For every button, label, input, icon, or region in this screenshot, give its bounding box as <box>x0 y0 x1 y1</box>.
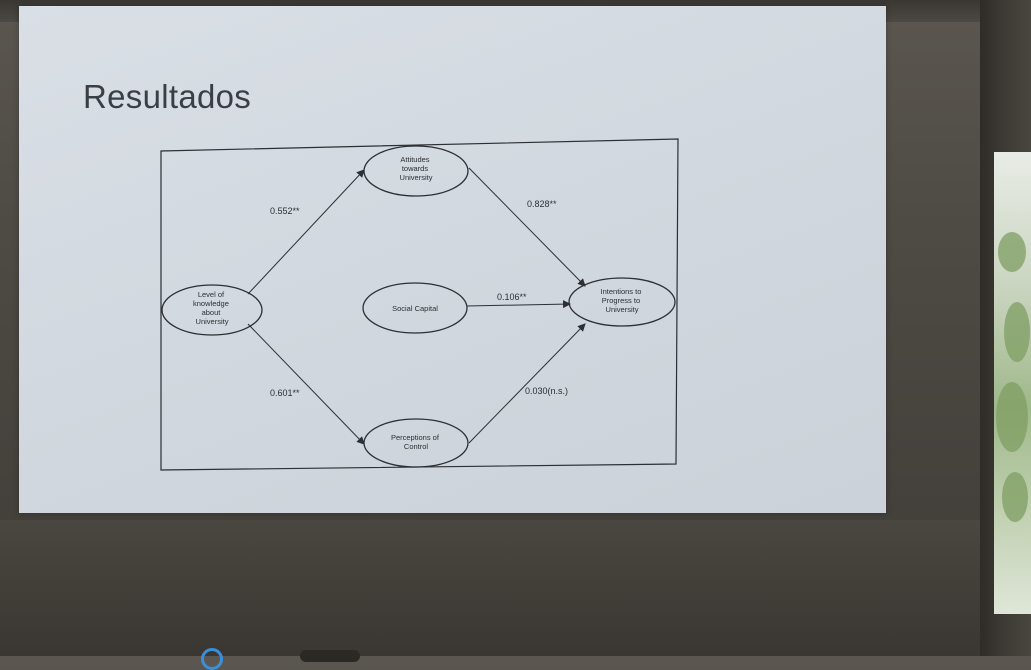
room-window <box>994 152 1031 614</box>
node-social-capital <box>362 282 468 334</box>
node-attitudes-line-2: towards <box>402 164 429 173</box>
slide-title: Resultados <box>83 78 252 115</box>
node-intentions-line-1: Intentions to <box>601 287 642 296</box>
edge-knowledge-perceptions <box>247 323 365 445</box>
room-lower-wall <box>0 520 980 656</box>
svg-text:Attitudes towards: Attitudes towards University <box>400 155 433 182</box>
node-perceptions-line-2: Control <box>404 442 429 451</box>
svg-text:Social Capital: Social Capital <box>392 304 438 313</box>
node-intentions-line-3: University <box>606 305 639 314</box>
coef-knowledge-perceptions: 0.601** <box>270 388 300 398</box>
projected-slide: Resultados Level of knowledge about Univ… <box>19 6 886 513</box>
node-social-line-1: Social Capital <box>392 304 438 313</box>
edge-attitudes-intentions <box>468 167 586 287</box>
node-knowledge-line-3: about <box>202 308 222 317</box>
svg-text:Perceptions of Control: Perceptions of Control <box>391 433 441 451</box>
edge-social-intentions <box>466 300 571 309</box>
edge-perceptions-intentions <box>468 323 586 444</box>
coef-knowledge-attitudes: 0.552** <box>270 206 300 216</box>
coef-perceptions-intentions: 0.030(n.s.) <box>525 386 568 396</box>
node-attitudes <box>363 145 469 197</box>
edge-knowledge-attitudes <box>247 169 365 295</box>
coef-attitudes-intentions: 0.828** <box>527 199 557 209</box>
node-intentions <box>568 277 676 327</box>
coef-social-intentions: 0.106** <box>497 292 527 302</box>
node-attitudes-line-3: University <box>400 173 433 182</box>
bottom-bar <box>300 650 360 662</box>
diagram-frame <box>160 138 679 471</box>
svg-text:Intentions to Progress t: Intentions to Progress to University <box>601 287 644 314</box>
path-diagram: Level of knowledge about University Atti… <box>160 138 679 471</box>
node-perceptions-line-1: Perceptions of <box>391 433 440 442</box>
node-knowledge-line-4: University <box>196 317 229 326</box>
status-circle-icon <box>201 648 223 670</box>
node-knowledge-line-1: Level of <box>198 290 225 299</box>
node-perceptions <box>363 418 469 468</box>
node-intentions-line-2: Progress to <box>602 296 640 305</box>
node-attitudes-line-1: Attitudes <box>400 155 429 164</box>
node-knowledge-line-2: knowledge <box>193 299 229 308</box>
node-knowledge <box>161 284 263 336</box>
svg-text:Level of knowledge: Level of knowledge about University <box>193 290 231 326</box>
